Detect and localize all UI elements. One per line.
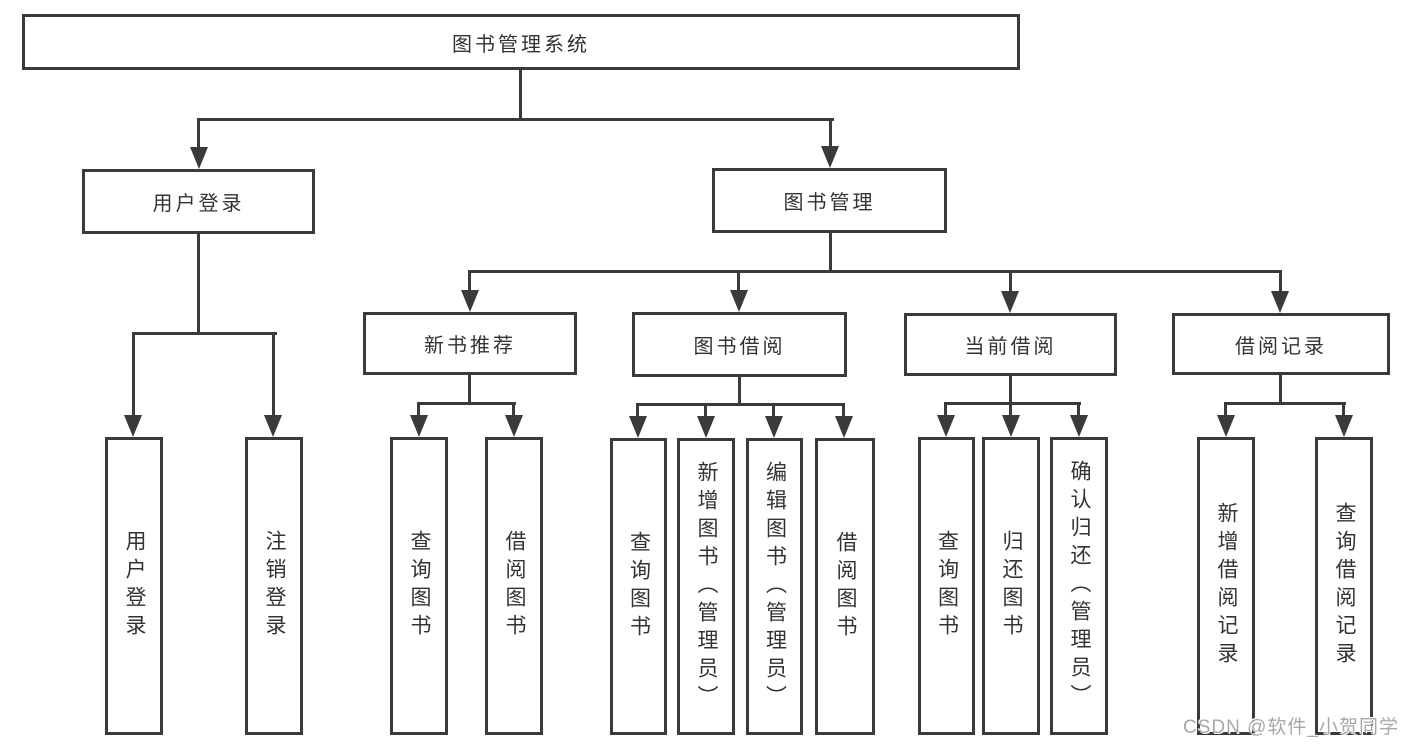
- node-book-management: 图书管理: [712, 168, 947, 233]
- connector-line: [417, 402, 420, 417]
- arrowhead: [124, 415, 142, 437]
- leaf-query-books-recommend-label: 查询图书: [408, 530, 431, 642]
- connector-line: [1224, 402, 1346, 405]
- node-user-login-label: 用户登录: [152, 193, 245, 215]
- leaf-borrow-books-borrowing-label: 借阅图书: [834, 530, 857, 643]
- connector-line: [1077, 402, 1080, 417]
- arrowhead: [1070, 415, 1088, 437]
- leaf-add-borrow-record-label: 新增借阅记录: [1215, 502, 1238, 670]
- leaf-borrow-books-borrowing: 借阅图书: [815, 438, 875, 735]
- leaf-return-book: 归还图书: [982, 437, 1040, 735]
- leaf-edit-book-admin: 编辑图书（管理员）: [746, 438, 803, 735]
- leaf-borrow-books-recommend-label: 借阅图书: [503, 530, 526, 642]
- connector-line: [197, 118, 200, 148]
- node-current-borrowing: 当前借阅: [904, 313, 1117, 376]
- node-book-borrowing: 图书借阅: [632, 312, 847, 377]
- leaf-logout-label: 注销登录: [263, 530, 286, 642]
- leaf-add-book-admin: 新增图书（管理员）: [677, 438, 735, 735]
- arrowhead: [821, 146, 839, 168]
- arrowhead: [1002, 415, 1020, 437]
- node-root: 图书管理系统: [22, 14, 1020, 70]
- connector-line: [944, 402, 1081, 405]
- leaf-add-book-admin-label: 新增图书（管理员）: [695, 460, 718, 713]
- connector-line: [1009, 270, 1012, 293]
- connector-line: [737, 270, 740, 292]
- connector-line: [1279, 270, 1282, 293]
- arrowhead: [835, 416, 853, 438]
- arrowhead: [1271, 291, 1289, 313]
- arrowhead: [730, 290, 748, 312]
- arrowhead: [1335, 415, 1353, 437]
- connector-line: [842, 403, 845, 417]
- connector-line: [1009, 402, 1012, 417]
- connector-line: [272, 332, 275, 415]
- connector-line: [197, 118, 834, 121]
- node-book-borrowing-label: 图书借阅: [693, 336, 786, 358]
- connector-line: [1224, 402, 1227, 417]
- node-new-book-recommend: 新书推荐: [363, 312, 577, 375]
- connector-line: [468, 375, 471, 405]
- connector-line: [417, 402, 516, 405]
- connector-line: [519, 69, 522, 121]
- connector-line: [197, 233, 200, 335]
- connector-line: [829, 118, 832, 147]
- leaf-logout: 注销登录: [245, 437, 303, 735]
- leaf-query-books-current-label: 查询图书: [935, 530, 959, 642]
- node-root-label: 图书管理系统: [452, 33, 590, 56]
- connector-line: [512, 402, 515, 417]
- csdn-watermark: CSDN @软件_小贺同学: [1183, 717, 1399, 738]
- connector-line: [468, 270, 1282, 273]
- arrowhead: [264, 415, 282, 437]
- node-borrowing-records-label: 借阅记录: [1235, 335, 1327, 358]
- connector-line: [1342, 402, 1345, 417]
- arrowhead: [697, 416, 715, 438]
- arrowhead: [461, 290, 479, 312]
- leaf-edit-book-admin-label: 编辑图书（管理员）: [763, 460, 787, 713]
- arrowhead: [190, 147, 208, 169]
- arrowhead: [505, 415, 523, 437]
- arrowhead: [1217, 415, 1235, 437]
- leaf-user-login-label: 用户登录: [123, 530, 146, 642]
- leaf-user-login: 用户登录: [105, 437, 163, 735]
- arrowhead: [765, 416, 783, 438]
- connector-line: [1279, 375, 1282, 405]
- node-borrowing-records: 借阅记录: [1172, 313, 1390, 375]
- leaf-confirm-return-admin-label: 确认归还（管理员）: [1068, 460, 1091, 712]
- leaf-query-books-recommend: 查询图书: [390, 437, 448, 735]
- node-user-login: 用户登录: [82, 169, 315, 234]
- arrowhead: [410, 415, 428, 437]
- connector-line: [738, 377, 741, 405]
- node-book-management-label: 图书管理: [783, 192, 876, 214]
- arrowhead: [629, 416, 647, 438]
- leaf-borrow-books-recommend: 借阅图书: [485, 437, 543, 735]
- connector-line: [704, 403, 707, 417]
- connector-line: [636, 403, 845, 406]
- arrowhead: [937, 415, 955, 437]
- leaf-confirm-return-admin: 确认归还（管理员）: [1050, 437, 1108, 735]
- leaf-query-borrow-record-label: 查询借阅记录: [1333, 502, 1356, 670]
- connector-line: [132, 332, 277, 335]
- node-current-borrowing-label: 当前借阅: [964, 336, 1057, 358]
- connector-line: [829, 233, 832, 273]
- connector-line: [772, 403, 775, 417]
- leaf-add-borrow-record: 新增借阅记录: [1197, 437, 1255, 735]
- connector-line: [944, 402, 947, 417]
- connector-line: [468, 270, 471, 292]
- connector-line: [636, 403, 639, 417]
- leaf-query-books-borrowing-label: 查询图书: [627, 530, 651, 643]
- arrowhead: [1001, 291, 1019, 313]
- connector-line: [132, 332, 135, 415]
- leaf-return-book-label: 归还图书: [1000, 530, 1023, 642]
- leaf-query-books-borrowing: 查询图书: [610, 438, 667, 735]
- connector-line: [1009, 376, 1012, 405]
- node-new-book-recommend-label: 新书推荐: [424, 335, 516, 357]
- leaf-query-borrow-record: 查询借阅记录: [1315, 437, 1373, 735]
- leaf-query-books-current: 查询图书: [918, 437, 975, 735]
